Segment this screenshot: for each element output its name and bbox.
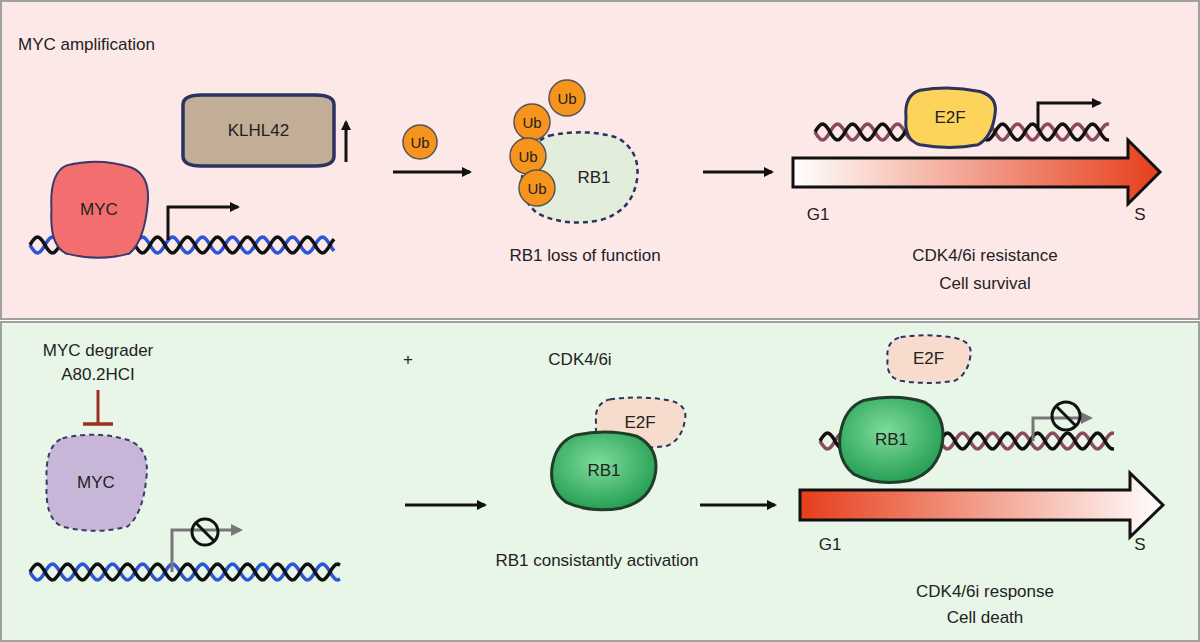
node-text: Ub [557, 90, 576, 107]
dna-helix [30, 564, 340, 580]
drug-label: MYC degrader A80.2HCI [37, 339, 159, 387]
protein-blob: MYC [45, 157, 153, 262]
node-text: E2F [913, 349, 944, 369]
phase-label: S [1134, 533, 1145, 557]
plus-sign: + [403, 348, 413, 372]
drug-label: CDK4/6i [548, 348, 611, 372]
node-shape [887, 335, 970, 383]
protein-blob: RB1 [836, 395, 947, 485]
node-text: Ub [522, 114, 541, 131]
prohibition-symbol [196, 523, 214, 541]
node-shape [46, 435, 146, 531]
process-arrow [393, 171, 470, 174]
promoter-arrow [168, 207, 238, 240]
process-arrow [405, 504, 485, 507]
protein-blob: RB1 [548, 430, 660, 512]
node-shape [514, 104, 550, 140]
node-shape [840, 397, 943, 482]
node-text: Ub [518, 148, 537, 165]
cell-cycle-arrow [793, 140, 1160, 204]
ubiquitin-circle: Ub [514, 104, 550, 140]
protein-blob: E2F [882, 333, 975, 385]
node-shape [522, 132, 638, 222]
dna-strand [30, 564, 340, 580]
top-panel [1, 1, 1199, 319]
process-arrow [703, 171, 772, 174]
node-shape [519, 170, 555, 206]
inhibitor-bar [83, 422, 113, 426]
ubiquitin-circle: Ub [519, 170, 555, 206]
node-text: MYC [80, 200, 118, 220]
node-text: RB1 [587, 461, 620, 481]
protein-blob: MYC [40, 430, 152, 535]
prohibition-symbol [192, 519, 218, 545]
outcome-label: Cell survival [939, 272, 1031, 296]
node-text: Ub [527, 180, 546, 197]
node-shape [552, 432, 656, 510]
outcome-label: CDK4/6i resistance [912, 244, 1058, 268]
inhibitor-line [97, 390, 100, 424]
prohibition-symbol [1052, 402, 1080, 430]
node-text: MYC [77, 473, 115, 493]
promoter-arrow [1038, 103, 1100, 131]
bottom-panel [1, 322, 1199, 641]
cell-cycle-arrow [800, 473, 1163, 537]
promoter-arrow [172, 530, 240, 572]
node-text: RB1 [875, 430, 908, 450]
node-shape [403, 125, 437, 159]
stage-label: RB1 loss of function [509, 244, 660, 268]
node-text: Ub [410, 134, 429, 151]
outcome-label: CDK4/6i response [916, 580, 1054, 604]
node-shape [549, 80, 585, 116]
outcome-label: Cell death [947, 606, 1024, 630]
node-text: RB1 [577, 168, 610, 188]
phase-label: S [1134, 203, 1145, 227]
dna-strand [30, 564, 340, 580]
prohibition-symbol [1056, 406, 1076, 426]
node-text: E2F [934, 108, 965, 128]
phase-label: G1 [819, 533, 842, 557]
node-shape [906, 88, 996, 148]
node-shape [51, 162, 148, 258]
phase-label: G1 [807, 203, 830, 227]
node-shape [510, 138, 546, 174]
node-text: E2F [624, 413, 655, 433]
protein-box: KLHL42 [183, 95, 334, 166]
node-text: KLHL42 [228, 121, 289, 141]
protein-blob: E2F [900, 85, 1000, 150]
panel-heading: MYC amplification [18, 33, 155, 57]
process-arrow [700, 504, 775, 507]
up-arrow [345, 122, 348, 162]
ubiquitin-circle: Ub [403, 125, 437, 159]
node-shape [183, 95, 334, 166]
stage-label: RB1 consistantly activation [495, 549, 698, 573]
ubiquitin-circle: Ub [549, 80, 585, 116]
ubiquitin-circle: Ub [510, 138, 546, 174]
